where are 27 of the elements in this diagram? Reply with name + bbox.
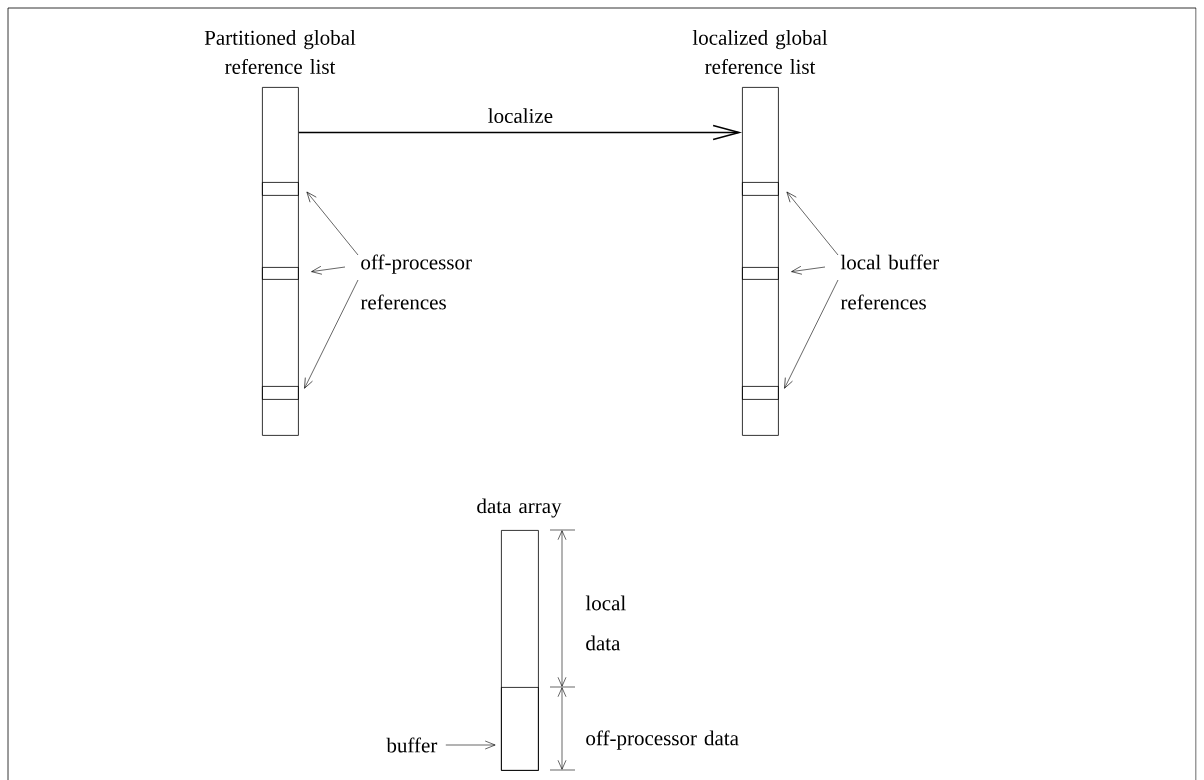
buffer-section — [501, 687, 539, 771]
list-entry — [742, 267, 779, 280]
reference-list: localized global reference list — [692, 30, 828, 436]
arrow — [786, 191, 839, 256]
list-entry — [262, 182, 299, 196]
node-label: Partitioned global reference list — [204, 30, 356, 74]
annotation-text: local buffer references — [840, 254, 939, 310]
list-entry — [742, 182, 779, 196]
node-label: localized global reference list — [692, 30, 828, 74]
annotation-text: buffer — [386, 737, 438, 753]
data-array: data array — [477, 498, 562, 771]
list-entry — [262, 386, 299, 400]
arrow — [304, 279, 359, 389]
node-label: data array — [477, 498, 562, 518]
list-entry — [742, 386, 779, 400]
arrow — [311, 266, 346, 275]
list-entry — [262, 267, 299, 280]
arrow — [298, 124, 742, 141]
arrow — [791, 266, 826, 275]
reference-list: Partitioned global reference list — [204, 30, 356, 436]
arrow — [306, 191, 359, 256]
edge-label: localize — [488, 108, 553, 123]
dimension-label: off-processor data — [586, 730, 739, 750]
arrow — [445, 740, 496, 750]
annotation-text: off-processor references — [360, 254, 472, 310]
arrow — [784, 279, 839, 389]
dimension-label: local data — [585, 595, 626, 651]
